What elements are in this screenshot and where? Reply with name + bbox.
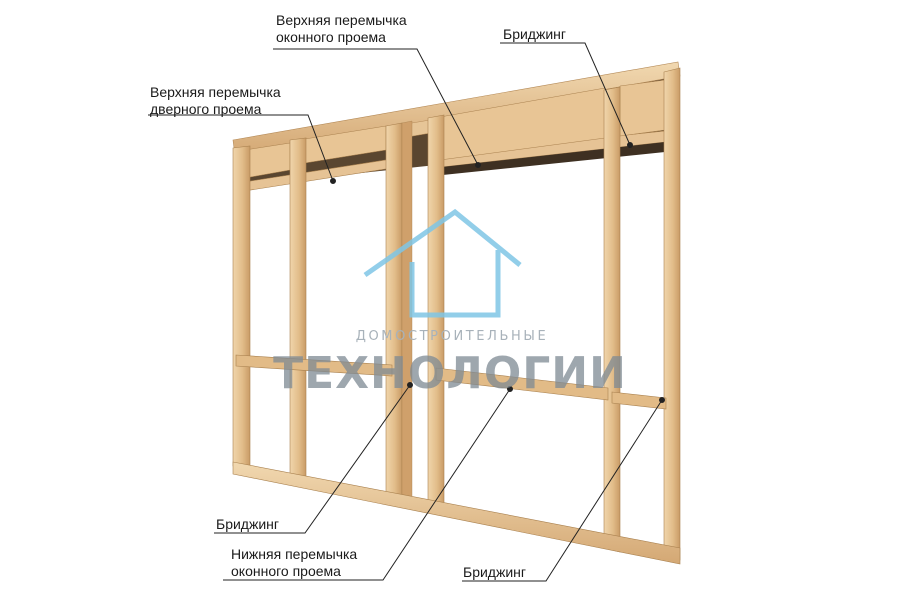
window-sill xyxy=(435,367,609,401)
label-line-1: Верхняя перемычка xyxy=(276,12,407,28)
watermark-small-text: ДОМОСТРОИТЕЛЬНЫЕ xyxy=(355,329,549,344)
label-line-1: Верхняя перемычка xyxy=(150,84,281,100)
label-top-window-header: Верхняя перемычка оконного проема xyxy=(276,12,407,46)
label-line-2: оконного проема xyxy=(231,563,341,579)
label-top-door-header: Верхняя перемычка дверного проема xyxy=(150,84,281,118)
bridging-boards xyxy=(235,354,667,410)
house-outline-icon xyxy=(363,208,522,318)
leader-lines xyxy=(148,42,665,582)
label-line-1: Нижняя перемычка xyxy=(231,546,358,562)
label-line-2: оконного проема xyxy=(276,29,386,45)
label-bottom-bridging-left: Бриджинг xyxy=(216,516,279,532)
watermark-big-text: ТЕХНОЛОГИИ xyxy=(273,348,627,399)
label-line-2: дверного проема xyxy=(150,101,262,117)
bottom-plate xyxy=(232,461,681,565)
label-top-bridging: Бриджинг xyxy=(503,26,566,42)
header-blocks xyxy=(244,79,666,179)
label-bottom-bridging-right: Бриджинг xyxy=(463,564,526,580)
label-bottom-window-sill: Нижняя перемычка оконного проема xyxy=(231,546,357,580)
